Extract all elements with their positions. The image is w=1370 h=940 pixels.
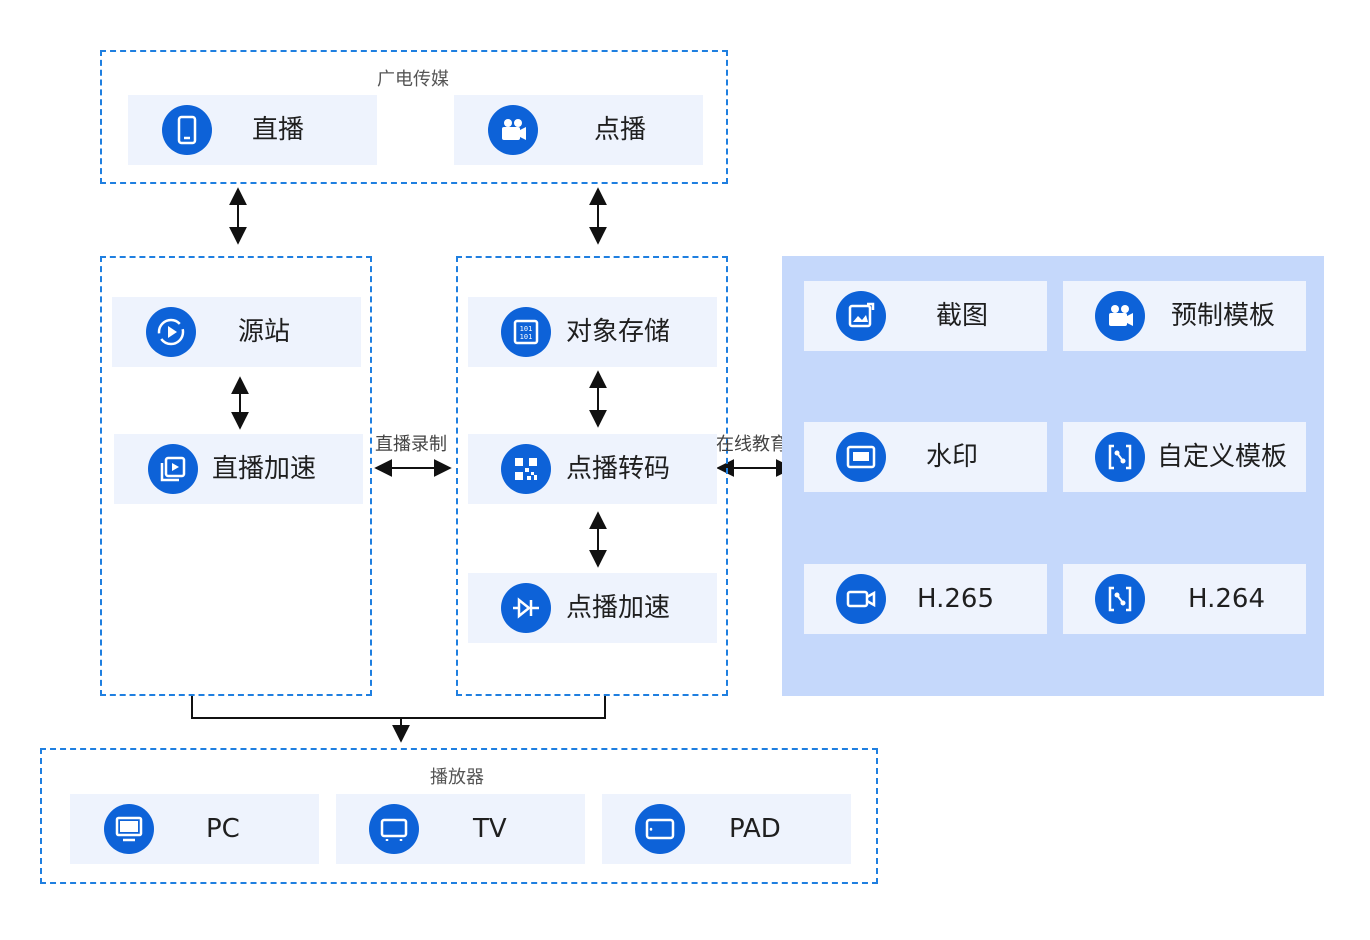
group-live-column [100,256,372,696]
node-custom-template-label: 自定义模板 [1157,442,1288,472]
node-live[interactable]: 直播 [128,95,377,165]
node-preset-template-label: 预制模板 [1171,301,1276,331]
group-broadcast-label: 广电传媒 [377,69,449,90]
edge-live-record-label: 直播录制 [375,434,447,455]
node-live-accel[interactable]: 直播加速 [114,434,363,504]
node-watermark-label: 水印 [926,442,979,472]
group-vod-column [456,256,728,696]
playlist-icon [148,444,198,494]
edge-online-education-label: 在线教育 [716,434,788,455]
node-pc-label: PC [206,814,240,844]
group-player [40,748,878,884]
node-vod-accel[interactable]: 点播加速 [468,573,717,643]
node-h265[interactable]: H.265 [804,564,1047,634]
tablet-icon [635,804,685,854]
node-tv[interactable]: TV [336,794,585,864]
picture-in-picture-icon [836,432,886,482]
image-edit-icon [836,291,886,341]
node-object-storage-label: 对象存储 [566,317,671,347]
node-vod-label: 点播 [594,115,647,145]
svg-text:101: 101 [520,333,533,341]
node-pc[interactable]: PC [70,794,319,864]
node-vod[interactable]: 点播 [454,95,703,165]
tv-icon [369,804,419,854]
node-vod-accel-label: 点播加速 [566,593,671,623]
node-h264[interactable]: H.264 [1063,564,1306,634]
node-vod-transcode-label: 点播转码 [566,454,671,484]
node-pad-label: PAD [729,814,781,844]
video-icon [836,574,886,624]
node-pad[interactable]: PAD [602,794,851,864]
qr-code-icon [501,444,551,494]
monitor-icon [104,804,154,854]
node-frame-icon [1095,432,1145,482]
node-preset-template[interactable]: 预制模板 [1063,281,1306,351]
group-broadcast [100,50,728,184]
node-screenshot-label: 截图 [936,301,989,331]
svg-text:101: 101 [520,325,533,333]
node-screenshot[interactable]: 截图 [804,281,1047,351]
node-h265-label: H.265 [917,584,994,614]
phone-icon [162,105,212,155]
group-player-label: 播放器 [430,767,484,788]
video-camera-icon [1095,291,1145,341]
node-live-label: 直播 [252,115,305,145]
play-circle-icon [146,307,196,357]
node-origin[interactable]: 源站 [112,297,361,367]
node-live-accel-label: 直播加速 [212,454,317,484]
video-camera-icon [488,105,538,155]
node-origin-label: 源站 [238,317,291,347]
node-frame-icon [1095,574,1145,624]
node-tv-label: TV [473,814,507,844]
node-h264-label: H.264 [1188,584,1265,614]
node-vod-transcode[interactable]: 点播转码 [468,434,717,504]
merge-line-to-player [191,695,606,719]
node-watermark[interactable]: 水印 [804,422,1047,492]
fast-forward-icon [501,583,551,633]
node-custom-template[interactable]: 自定义模板 [1063,422,1306,492]
